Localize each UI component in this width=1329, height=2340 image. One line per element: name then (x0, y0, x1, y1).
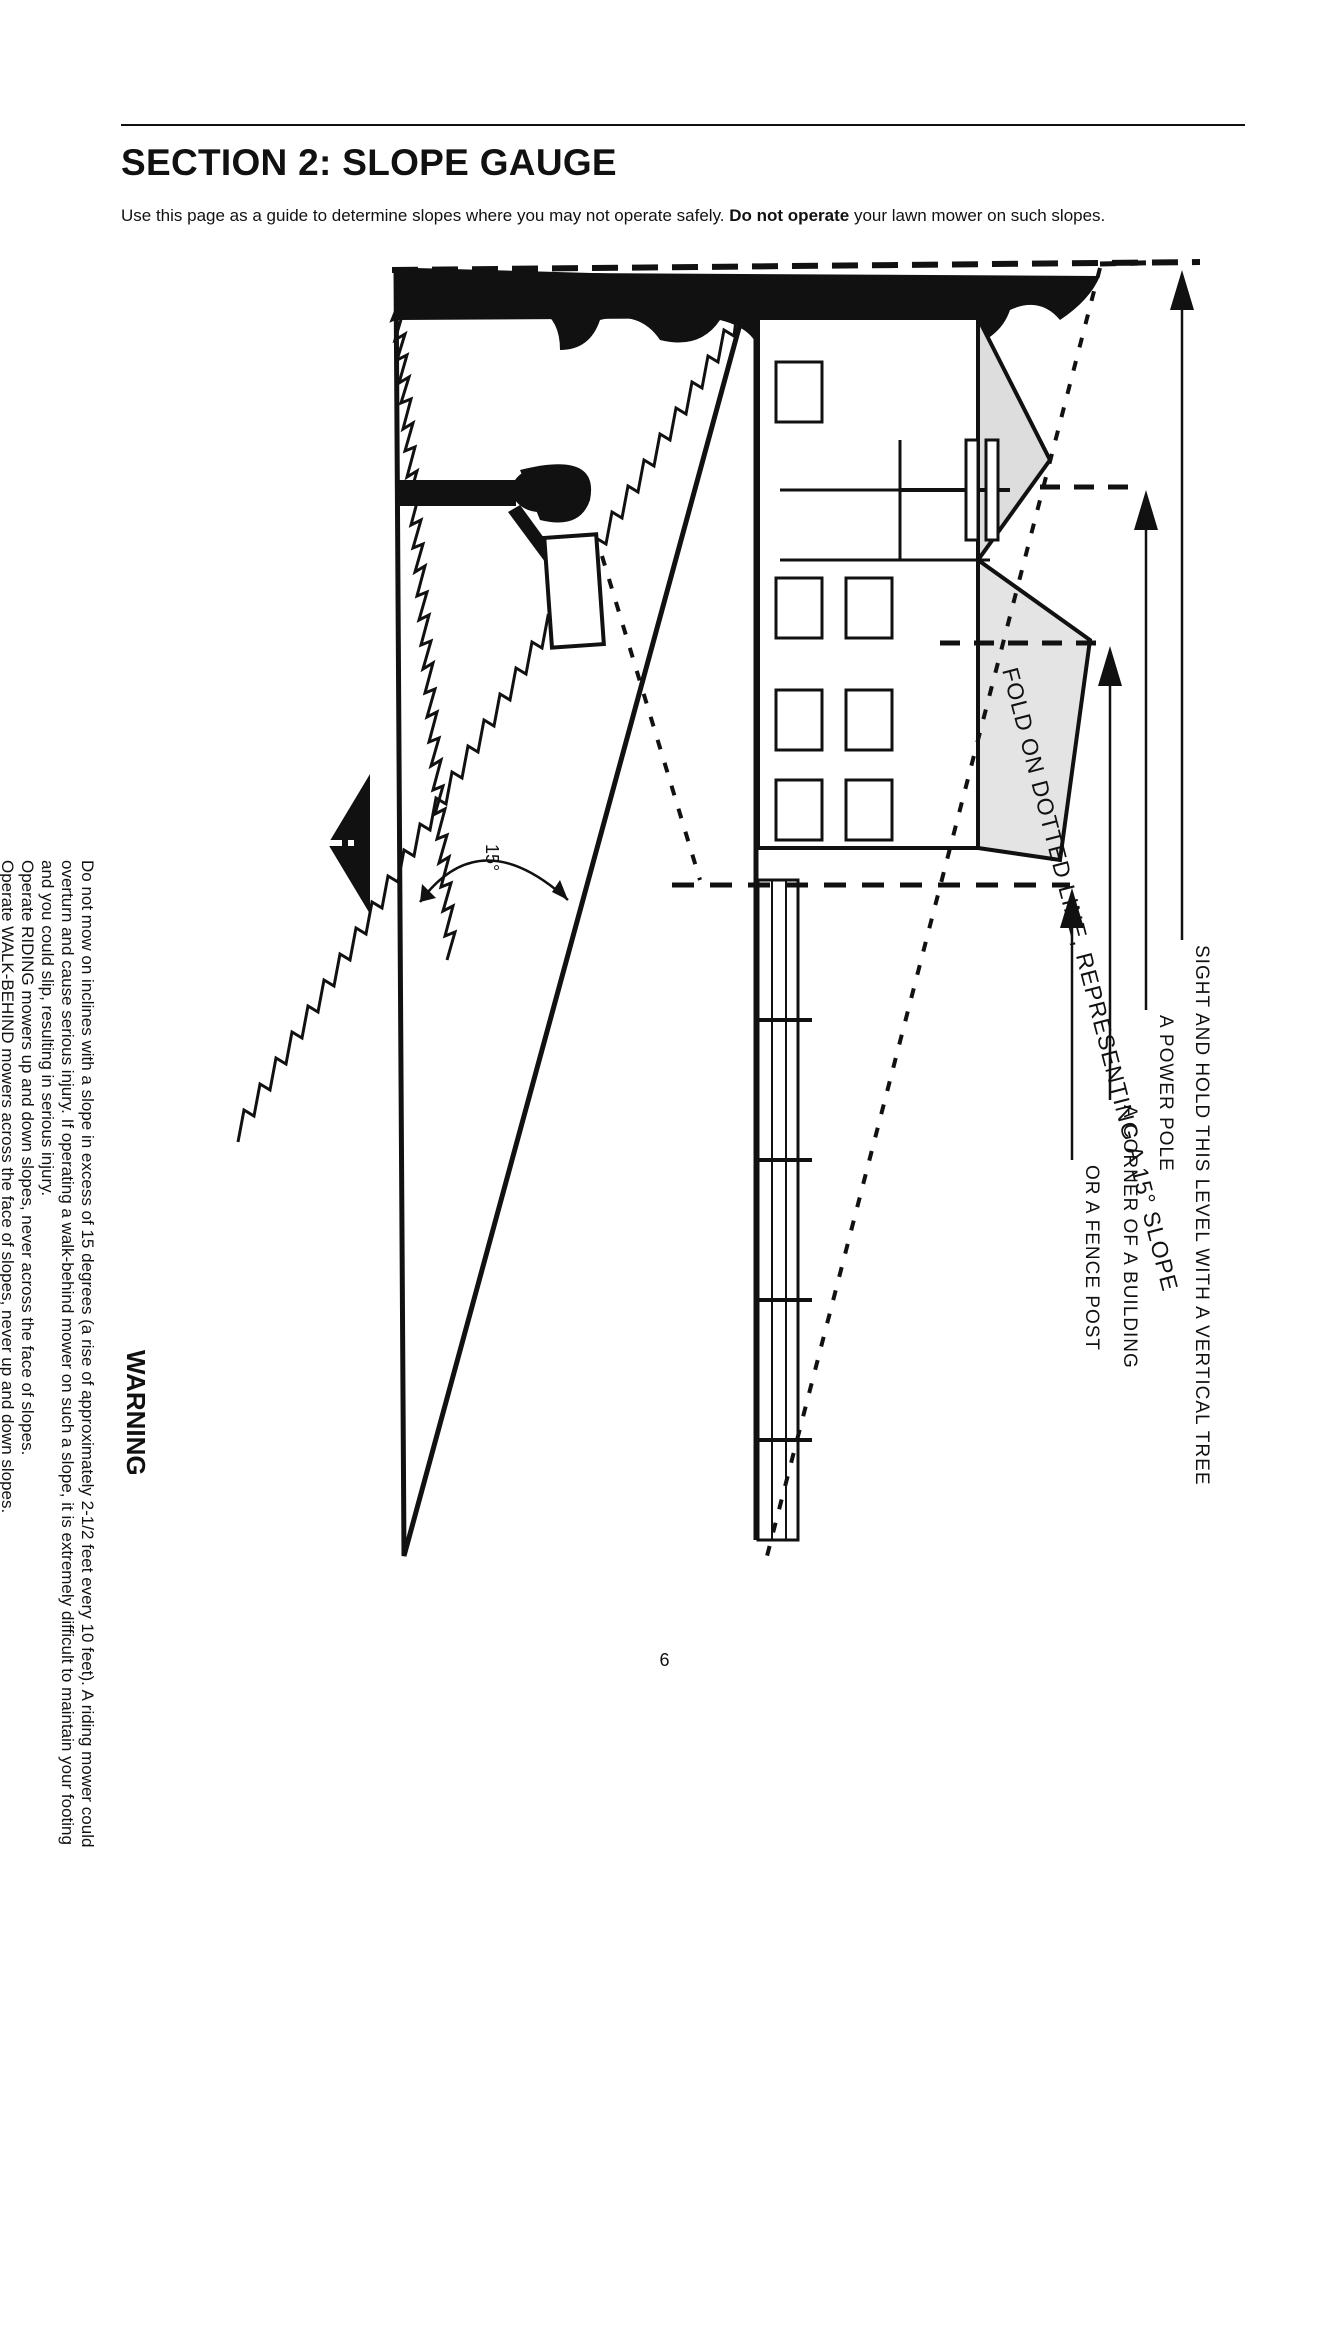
warning-line: Do not mow on inclines with a slope in e… (78, 860, 97, 1848)
sight-caption-pole: A POWER POLE (1155, 1015, 1176, 1172)
grass-tufts-slope (236, 279, 754, 1143)
arrow-fence-icon (1060, 888, 1084, 1160)
grass-ground (393, 267, 756, 1557)
angle-arc-arrow-left (420, 884, 436, 902)
slope-gauge-diagram: 15° FOLD ON DOTTED LINE, REPRESENTING A … (236, 259, 1201, 1561)
intro-emphasis: Do not operate (729, 206, 850, 225)
sight-line-tree (1099, 259, 1181, 267)
power-pole-icon (900, 438, 1010, 542)
warning-line: overturn and cause serious injury. If op… (58, 860, 77, 1845)
sight-caption-tree: SIGHT AND HOLD THIS LEVEL WITH A VERTICA… (1191, 945, 1212, 1486)
warning-triangle-icon (320, 774, 370, 914)
arrow-tree-icon (1170, 270, 1194, 940)
warning-line: Operate RIDING mowers up and down slopes… (18, 860, 37, 1456)
fold-dotted-line (764, 267, 1102, 1561)
section-rule (121, 124, 1245, 126)
angle-arc-arrow-right (552, 880, 568, 900)
warning-block: WARNING Do not mow on inclines with a sl… (0, 860, 159, 2340)
tree-trunk (396, 300, 760, 320)
sight-caption-fence: OR A FENCE POST (1081, 1165, 1102, 1352)
angle-arc (418, 859, 569, 903)
arrow-building-icon (1098, 646, 1122, 1100)
arrow-pole-icon (1134, 490, 1158, 1010)
grass-tufts-left (389, 299, 458, 961)
angle-label: 15° (482, 844, 502, 871)
sight-ray-upper (600, 555, 702, 881)
warning-title: WARNING (121, 1350, 151, 1476)
fence-icon (756, 878, 812, 1542)
warning-line: Operate WALK-BEHIND mowers across the fa… (0, 860, 17, 1514)
page-number: 6 (659, 1650, 670, 1670)
warning-line: and you could slip, resulting in serious… (38, 860, 57, 1197)
intro-text: Use this page as a guide to determine sl… (121, 205, 1261, 227)
house-icon (756, 316, 1093, 863)
sight-caption-building: A CORNER OF A BUILDING (1119, 1105, 1140, 1369)
intro-text-start: Use this page as a guide to determine sl… (121, 206, 730, 225)
section-title: SECTION 2: SLOPE GAUGE (121, 142, 617, 183)
warning-header: WARNING (99, 1280, 159, 1880)
mower-operator-icon (396, 464, 606, 650)
top-dashed-edge (391, 259, 1201, 273)
intro-text-end: your lawn mower on such slopes. (849, 206, 1106, 225)
warning-body: Do not mow on inclines with a slope in e… (0, 860, 97, 2340)
